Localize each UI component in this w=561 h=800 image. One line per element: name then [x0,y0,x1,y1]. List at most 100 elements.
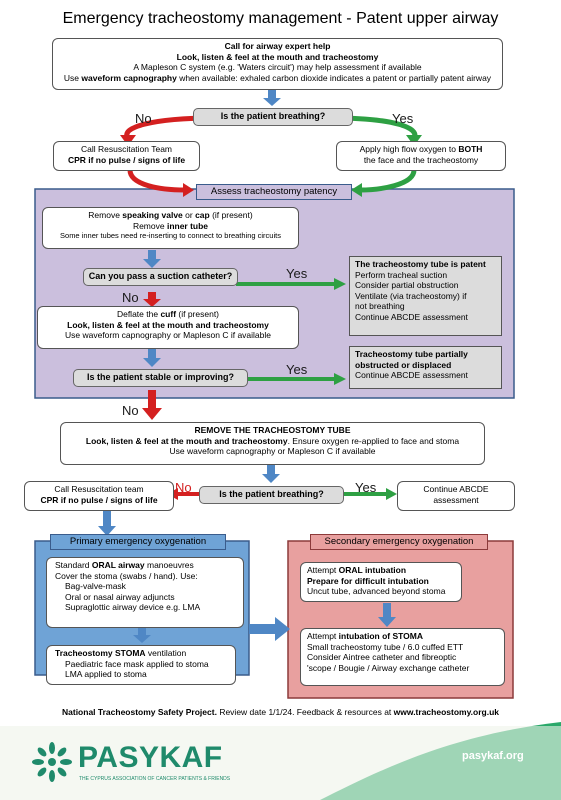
rv-l1-b2: cap [195,210,210,220]
oxygen-line1: Apply high flow oxygen to BOTH [341,144,501,155]
primary2-item-1: Paediatric face mask applied to stoma [65,658,209,669]
call-help-line4-pre: Use [63,72,82,83]
no-label-1: No [135,111,152,126]
remove-valve-box: Remove speaking valve or cap (if present… [42,207,299,249]
p1-l1-b: ORAL airway [91,560,145,570]
remove-valve-line1: Remove speaking valve or cap (if present… [47,210,294,221]
p2-l1-b: Tracheostomy STOMA [55,648,146,658]
primary2-line1: Tracheostomy STOMA ventilation [55,648,231,659]
arrow-no-stable [142,390,162,420]
patent-line-2: Consider partial obstruction [355,280,459,290]
s1-l1-pre: Attempt [307,565,339,575]
no-label-2: No [175,480,192,495]
deflate-cuff-box: Deflate the cuff (if present) Look, list… [37,306,299,349]
secondary1-line2: Prepare for difficult intubation [307,575,429,586]
s2-l1-b: intubation of STOMA [338,631,424,641]
question-suction: Can you pass a suction catheter? [83,268,238,286]
question-breathing-1: Is the patient breathing? [193,108,353,126]
remove-tube-box: REMOVE THE TRACHEOSTOMY TUBE Look, liste… [60,422,485,465]
deflate-line1: Deflate the cuff (if present) [42,309,294,320]
oxygen-line1-pre: Apply high flow oxygen to [359,144,459,154]
secondary2-line4: 'scope / Bougie / Airway exchange cathet… [307,662,470,673]
primary2-item-2: LMA applied to stoma [65,669,147,679]
continue-abcde-box: Continue ABCDE assessment [397,481,515,511]
remove-tube-line3: Use waveform capnography or Mapleson C i… [169,446,376,456]
secondary-stoma-intubation-box: Attempt intubation of STOMA Small trache… [300,628,505,686]
primary1-item-2: Oral or nasal airway adjuncts [65,591,175,602]
primary-oxygenation-title: Primary emergency oxygenation [50,534,226,550]
continue-line1: Continue ABCDE [423,484,489,494]
resus2-line2: CPR if no pulse / signs of life [40,494,158,505]
primary1-line2: Cover the stoma (swabs / hand). Use: [55,570,198,581]
call-help-line4-bold: waveform capnography [81,72,177,83]
brand-tagline: THE CYPRUS ASSOCIATION OF CANCER PATIENT… [79,776,231,782]
s1-l1-b: ORAL intubation [338,565,407,575]
patent-line-4: not breathing [355,301,405,311]
no-label-stable: No [122,403,139,418]
arrow-right-primary-secondary [249,617,290,641]
remove-tube-line1: REMOVE THE TRACHEOSTOMY TUBE [194,425,351,435]
primary1-item-3: Supraglottic airway device e.g. LMA [65,602,201,612]
secondary-oral-intubation-box: Attempt ORAL intubation Prepare for diff… [300,562,462,602]
yes-label-1: Yes [392,111,414,126]
s2-l1-pre: Attempt [307,631,339,641]
patent-title: The tracheostomy tube is patent [355,259,486,269]
p1-l1-post: manoeuvres [144,560,194,570]
arrow-down-6 [133,628,151,643]
remove-valve-line3: Some inner tubes need re-inserting to co… [60,231,281,240]
footer-url-link[interactable]: www.tracheostomy.org.uk [393,707,499,717]
call-help-line1: Call for airway expert help [224,41,331,51]
partial-title-1: Tracheostomy tube partially [355,349,468,359]
remove-tube-line2: Look, listen & feel at the mouth and tra… [65,436,480,447]
arrow-yes-breathing-2 [343,488,397,500]
call-help-line4: Use waveform capnography when available:… [57,73,498,84]
call-help-line4-post: when available: exhaled carbon dioxide i… [176,72,492,83]
secondary2-line2: Small tracheostomy tube / 6.0 cuffed ETT [307,641,464,652]
remove-tube-l2-b: Look, listen & feel at the mouth and tra… [85,435,288,446]
resus2-line1: Call Resuscitation team [54,484,144,494]
patent-line-3: Ventilate (via tracheostomy) if [355,290,467,301]
question-stable: Is the patient stable or improving? [73,369,248,387]
rv-l1-b1: speaking valve [122,210,183,220]
arrow-green-to-assess [359,169,417,193]
assess-patency-title: Assess tracheostomy patency [196,184,352,200]
arrow-red-to-assess [127,169,186,193]
footer-project: National Tracheostomy Safety Project. [62,707,217,717]
yes-label-suction: Yes [286,266,308,281]
partial-line: Continue ABCDE assessment [355,370,468,380]
primary1-line1: Standard ORAL airway manoeuvres [55,560,239,571]
call-resus-team-box-2: Call Resuscitation team CPR if no pulse … [24,481,174,511]
rv-l1-post: (if present) [209,210,253,220]
arrow-yes-stable [246,373,346,385]
call-airway-help-box: Call for airway expert help Look, listen… [52,38,503,90]
oxygen-line2: the face and the tracheostomy [363,154,479,165]
brand-url-link[interactable]: pasykaf.org [462,750,524,762]
arrow-down-7 [378,603,396,627]
rv-l1-mid: or [182,210,196,220]
arrow-yes-suction [236,278,346,290]
yes-label-stable: Yes [286,362,308,377]
resus1-line2: CPR if no pulse / signs of life [67,154,186,165]
remove-tube-l2-post: . Ensure oxygen re-applied to face and s… [287,435,460,446]
arrow-down-1 [263,90,281,106]
call-help-line3: A Mapleson C system (e.g. 'Waters circui… [133,62,422,72]
arrow-down-5 [98,511,116,536]
yes-label-2: Yes [355,480,377,495]
secondary1-line1: Attempt ORAL intubation [307,565,457,576]
arrow-down-3 [143,349,161,367]
page-title: Emergency tracheostomy management - Pate… [62,10,499,27]
resus1-line1: Call Resuscitation Team [80,144,173,154]
pasykaf-logo-icon [30,740,74,784]
brand-name: PASYKAF [78,741,223,774]
high-flow-oxygen-box: Apply high flow oxygen to BOTH the face … [336,141,506,171]
deflate-l1-pre: Deflate the [116,309,161,319]
tube-patent-box: The tracheostomy tube is patent Perform … [349,256,502,336]
arrow-no-suction [143,292,161,307]
no-label-suction: No [122,290,139,305]
p2-l1-post: ventilation [145,648,187,658]
arrow-down-2 [143,250,161,268]
call-resus-team-box: Call Resuscitation Team CPR if no pulse … [53,141,200,171]
patent-line-1: Perform tracheal suction [355,269,448,280]
deflate-line2: Look, listen & feel at the mouth and tra… [67,319,269,330]
partial-title-2: obstructed or displaced [355,359,452,370]
